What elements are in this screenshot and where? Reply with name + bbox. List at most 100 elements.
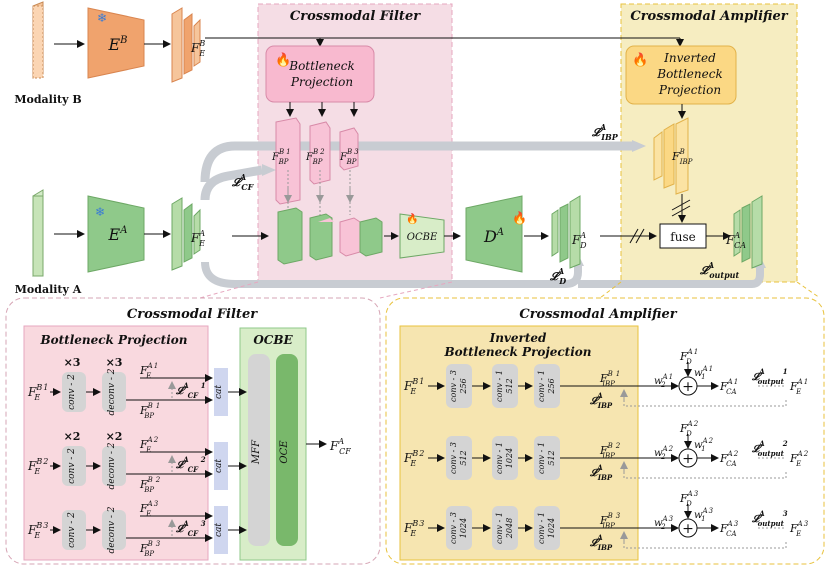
cat-label: cat — [214, 385, 224, 399]
flame-icon: 🔥 — [406, 212, 418, 225]
snowflake-icon: ❄ — [97, 11, 107, 25]
gray-arrow-cf-head — [262, 164, 276, 176]
crossmodal-amplifier-title: Crossmodal Amplifier — [630, 9, 788, 24]
fuse-label: fuse — [670, 230, 695, 244]
gray-arrow-cf — [200, 165, 263, 201]
ibp-conv-block — [446, 506, 472, 550]
zoom-line-right-b — [796, 281, 821, 299]
bottleneck-projection-line2: Projection — [290, 75, 353, 89]
conv-mult: ×3 — [64, 356, 81, 369]
ibp-conv-op: conv - 3 — [449, 370, 458, 402]
modality-a-input — [32, 189, 44, 277]
plus-icon: + — [682, 521, 694, 537]
cat-label: cat — [214, 523, 224, 537]
bottleneck-projection-box — [265, 45, 375, 103]
cat-block — [214, 442, 228, 490]
ibp-conv-channels: 1024 — [459, 518, 468, 538]
mff-label: MFF — [251, 439, 262, 465]
ibp-conv-block — [492, 364, 518, 408]
mff-block — [248, 354, 270, 546]
break-mark — [671, 199, 691, 211]
fd-stack — [551, 195, 581, 269]
gray-arrow-ibp — [200, 141, 632, 183]
decoder-label: DA — [483, 227, 504, 246]
feature-b-stack — [171, 7, 201, 83]
gray-arrow-ibp-head — [632, 140, 646, 152]
ibp-line2: Bottleneck — [656, 67, 722, 81]
ibp-conv-block — [446, 364, 472, 408]
flame-icon: 🔥 — [275, 52, 291, 68]
deconv-block — [102, 372, 126, 412]
encoder-a — [87, 195, 145, 273]
ibp-conv-op: conv - 1 — [537, 442, 546, 474]
encoder-a-label: EA — [108, 225, 128, 244]
ibp-conv-block — [492, 506, 518, 550]
ibp-line1: Inverted — [663, 51, 716, 65]
plus-icon: + — [682, 451, 694, 467]
ibp-feature-stack — [653, 117, 689, 195]
conv-block — [62, 372, 86, 412]
ibp-conv-channels: 512 — [459, 450, 468, 465]
conv-label: conv - 2 — [67, 512, 77, 548]
cat-block — [214, 368, 228, 416]
ibp-line3: Projection — [658, 83, 721, 97]
zoom-line-left-a — [199, 281, 259, 299]
ibp-conv-block — [534, 364, 560, 408]
cat-block — [214, 506, 228, 554]
oce-block — [276, 354, 298, 546]
ibp-detail-title-1: Inverted — [489, 331, 547, 345]
fuse-box — [659, 223, 707, 249]
ibp-detail-panel — [399, 325, 639, 561]
gray-arrow-d — [201, 261, 582, 288]
bottleneck-projection-line1: Bottleneck — [288, 59, 354, 73]
modality-b-input — [32, 1, 44, 79]
fca-stack — [733, 195, 763, 269]
ibp-conv-op: conv - 1 — [495, 512, 504, 544]
ibp-detail-title-2: Bottleneck Projection — [443, 345, 591, 359]
conv-block — [62, 510, 86, 550]
zoom-line-left-b — [379, 281, 453, 299]
ibp-conv-op: conv - 1 — [495, 370, 504, 402]
decoder-a — [465, 195, 523, 273]
ibp-conv-block — [534, 506, 560, 550]
ocbe-detail-title: OCBE — [253, 333, 293, 347]
ibp-conv-op: conv - 3 — [449, 512, 458, 544]
break-mark — [635, 228, 645, 244]
ibp-conv-channels: 512 — [547, 450, 556, 465]
ibp-conv-channels: 256 — [459, 378, 468, 394]
ibp-conv-channels: 512 — [505, 378, 514, 393]
